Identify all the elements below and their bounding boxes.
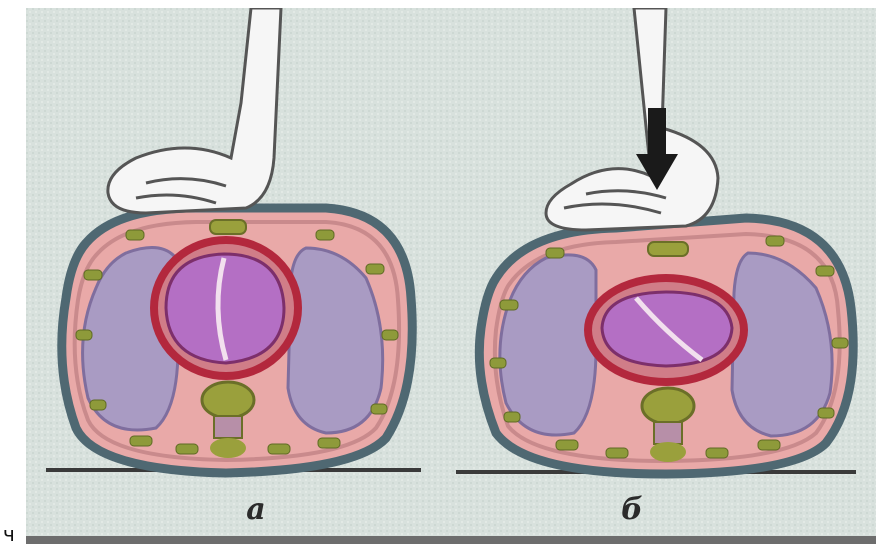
panel-label-b: б bbox=[602, 492, 662, 527]
panel-label-a: а bbox=[226, 492, 286, 527]
cpr-illustration: а б bbox=[26, 8, 876, 536]
bottom-border bbox=[26, 536, 876, 544]
stray-text: ч bbox=[3, 524, 15, 544]
heart-a bbox=[154, 240, 298, 376]
heart-b bbox=[588, 278, 744, 382]
